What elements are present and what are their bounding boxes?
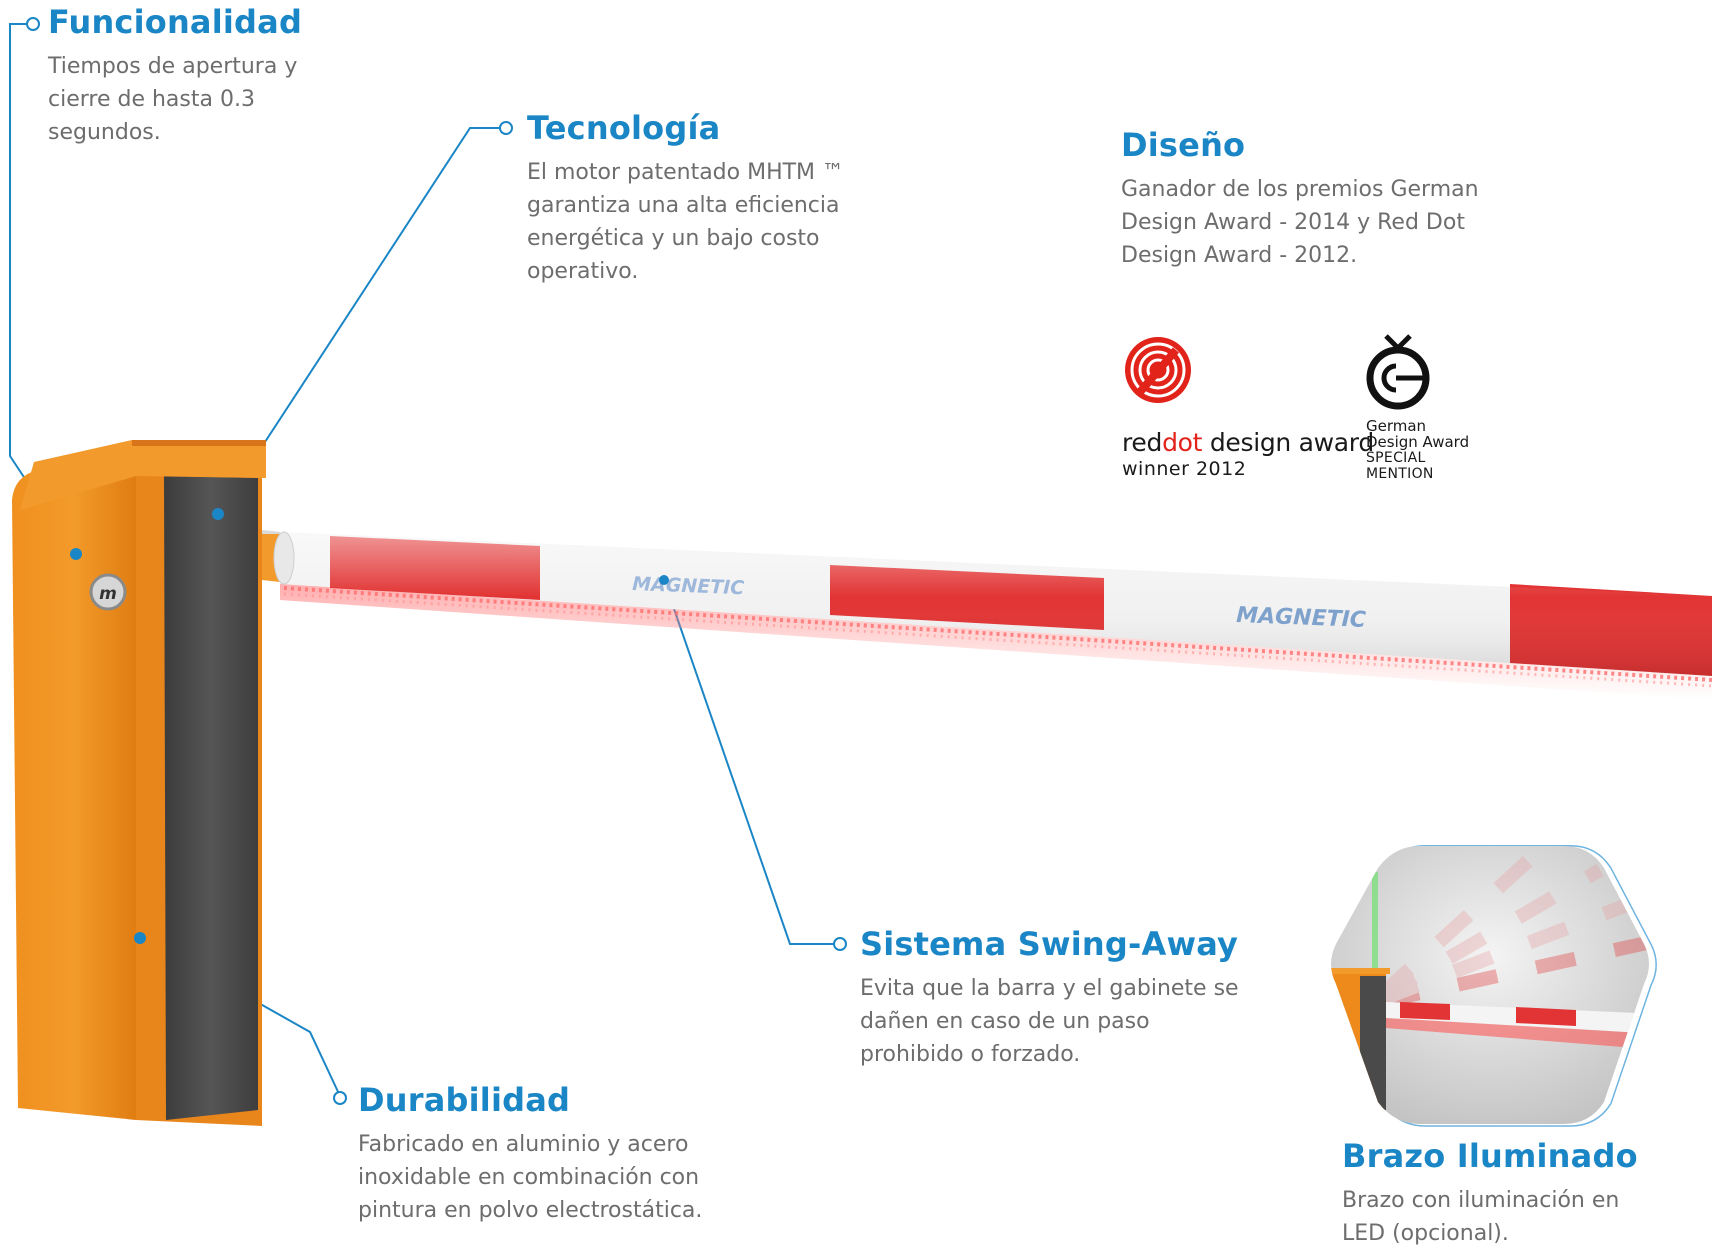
feature-description: Brazo con iluminación en LED (opcional). <box>1342 1188 1620 1246</box>
feature-brazo-iluminado: Brazo Iluminado Brazo con iluminación en… <box>1342 1136 1642 1250</box>
boom-brand-logo-2: MAGNETIC <box>1236 603 1367 633</box>
boom-brand-logo: MAGNETIC <box>632 573 745 599</box>
swing-dot <box>833 937 847 951</box>
feature-title: Funcionalidad <box>48 3 303 41</box>
tecnologia-dot <box>499 121 513 135</box>
durabilidad-dot <box>333 1091 347 1105</box>
swing-callout-line <box>663 579 834 945</box>
reddot-award-logo <box>1125 337 1191 403</box>
feature-diseno: Diseño Ganador de los premios German Des… <box>1121 125 1541 272</box>
german-design-award-text: German Design Award SPECIAL MENTION <box>1366 417 1470 482</box>
feature-title: Durabilidad <box>358 1081 571 1119</box>
feature-title: Diseño <box>1121 126 1246 164</box>
led-strip <box>283 586 1712 688</box>
m-badge-icon <box>89 573 127 611</box>
feature-description: Fabricado en aluminio y acero inoxidable… <box>358 1132 703 1223</box>
feature-tecnologia: Tecnología El motor patentado MHTM ™ gar… <box>527 108 887 288</box>
callout-lines <box>9 17 847 1105</box>
german-design-award-logo <box>1366 334 1430 410</box>
feature-swing-away: Sistema Swing-Away Evita que la barra y … <box>860 924 1240 1071</box>
feature-title: Tecnología <box>527 109 721 147</box>
boom-arm: MAGNETIC MAGNETIC <box>262 530 1712 700</box>
feature-description: Tiempos de apertura y cierre de hasta 0.… <box>48 54 298 145</box>
barrier-cabinet: m <box>12 440 266 1126</box>
funcionalidad-dot <box>26 17 40 31</box>
feature-description: El motor patentado MHTM ™ garantiza una … <box>527 160 845 284</box>
reddot-award-name: reddot design award <box>1122 428 1374 457</box>
feature-title: Brazo Iluminado <box>1342 1137 1638 1175</box>
feature-funcionalidad: Funcionalidad Tiempos de apertura y cier… <box>48 2 348 149</box>
feature-description: Evita que la barra y el gabinete se dañe… <box>860 976 1239 1067</box>
feature-durabilidad: Durabilidad Fabricado en aluminio y acer… <box>358 1080 738 1227</box>
illuminated-arm-inset <box>1331 845 1657 1127</box>
svg-text:m: m <box>99 584 117 604</box>
reddot-award-year: winner 2012 <box>1122 458 1247 480</box>
feature-description: Ganador de los premios German Design Awa… <box>1121 177 1479 268</box>
tecnologia-callout-line <box>217 127 504 515</box>
feature-title: Sistema Swing-Away <box>860 925 1239 963</box>
